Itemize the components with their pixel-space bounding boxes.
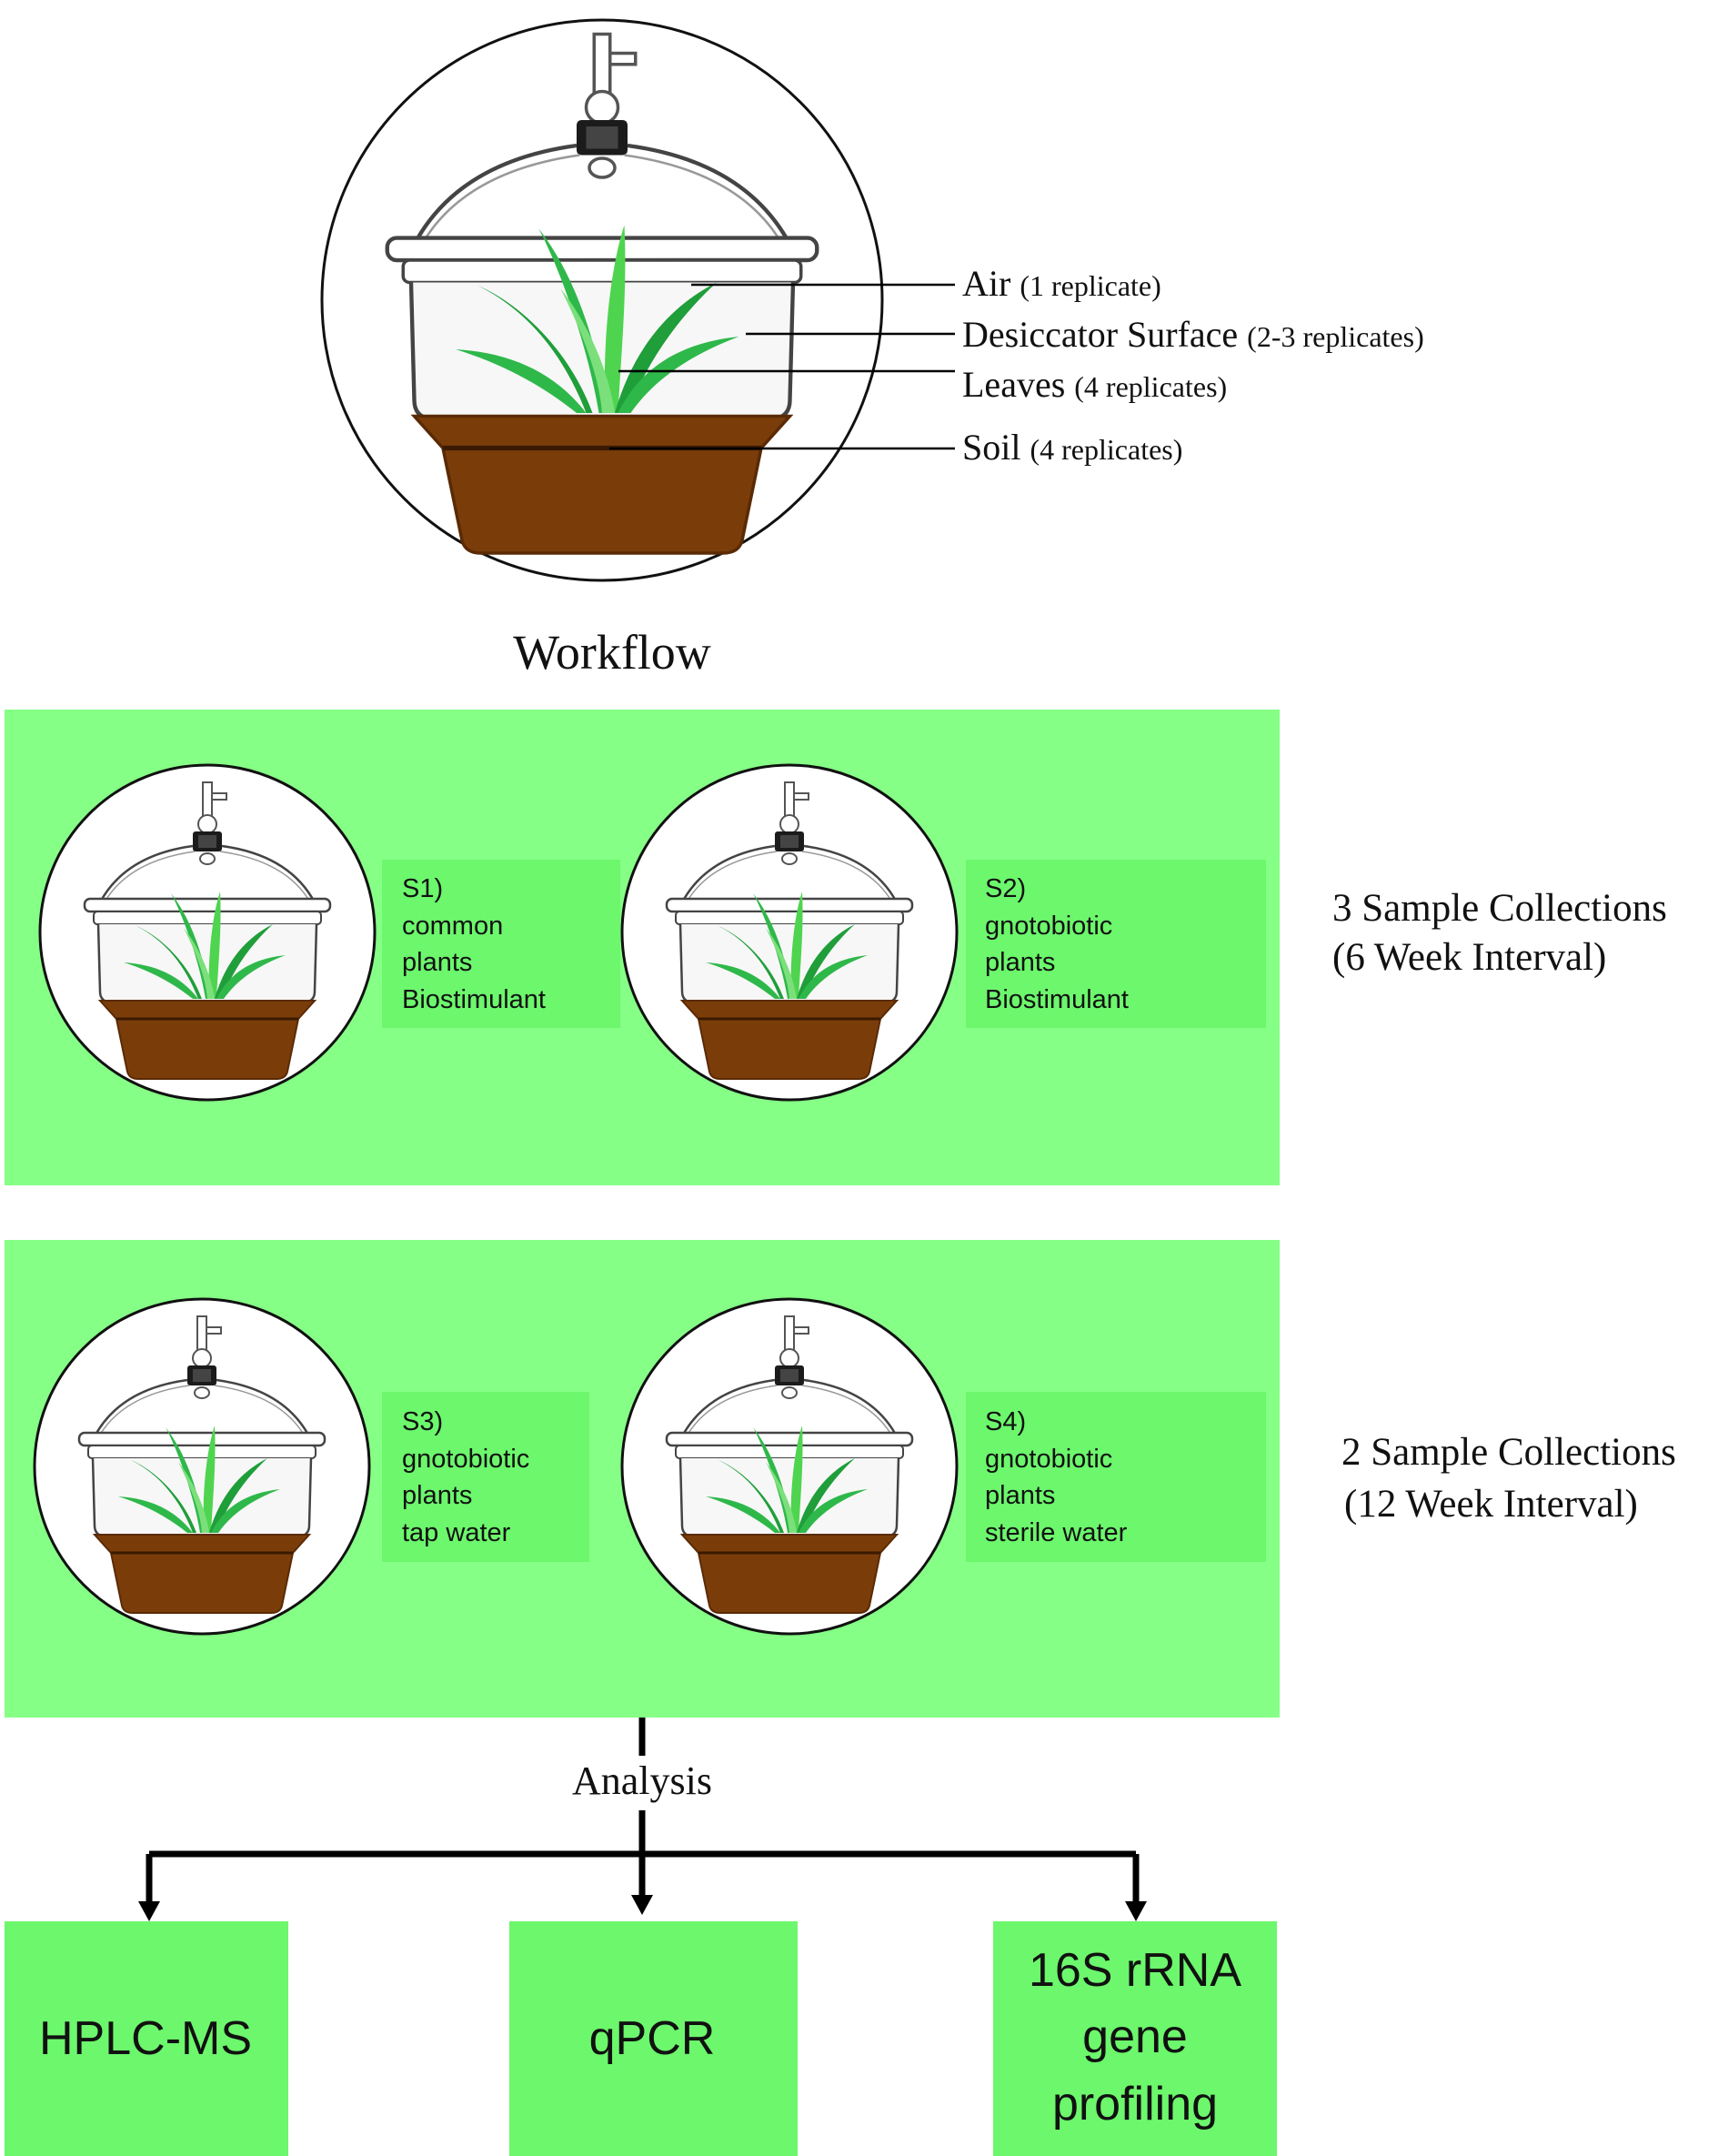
s1-line2: plants [402, 948, 472, 977]
s2-label-box [966, 860, 1266, 1028]
s1-label-box [382, 860, 620, 1028]
panel-2-collections-line1: 2 Sample Collections [1341, 1431, 1676, 1474]
analysis-arrowheads [138, 1895, 1147, 1921]
s4-line2: plants [985, 1481, 1055, 1510]
main-desiccator-illustration [320, 18, 884, 582]
s3-label-box [382, 1392, 589, 1562]
s4-line1: gnotobiotic [985, 1445, 1112, 1474]
s1-line1: common [402, 912, 503, 941]
output-box-16s [993, 1921, 1277, 2156]
s3-line2: plants [402, 1481, 472, 1510]
s1-id: S1) [402, 874, 443, 903]
analysis-connectors [146, 1718, 1140, 1903]
s2-id: S2) [985, 874, 1026, 903]
s4-id: S4) [985, 1407, 1026, 1436]
s3-id: S3) [402, 1407, 443, 1436]
arrowhead-left [138, 1901, 160, 1921]
arrowhead-center [631, 1895, 653, 1915]
output-hplc-ms: HPLC-MS [5, 1921, 288, 2156]
analysis-label: Analysis [572, 1758, 712, 1803]
panel-1-collections-line1: 3 Sample Collections [1332, 887, 1667, 930]
output-box-qpcr [509, 1921, 798, 2156]
s3-line3: tap water [402, 1518, 511, 1547]
output-hplc-ms-text: HPLC-MS [39, 2012, 252, 2065]
top-labels: Air (1 replicate) Desiccator Surface (2-… [962, 263, 1424, 468]
output-16s-line2: gene [1082, 2010, 1188, 2063]
label-soil: Soil (4 replicates) [962, 427, 1182, 468]
s3-line1: gnotobiotic [402, 1445, 529, 1474]
label-air: Air (1 replicate) [962, 263, 1161, 304]
output-box-hplc-ms [5, 1921, 288, 2156]
panel-2-collections-line2: (12 Week Interval) [1344, 1483, 1638, 1526]
output-16s: 16S rRNA gene profiling [993, 1921, 1277, 2156]
label-leaves: Leaves (4 replicates) [962, 364, 1227, 405]
output-qpcr-text: qPCR [589, 2012, 716, 2065]
s4-label-box [966, 1392, 1266, 1562]
s1-line3: Biostimulant [402, 985, 546, 1014]
label-desiccator-surface: Desiccator Surface (2-3 replicates) [962, 314, 1424, 355]
s2-line2: plants [985, 948, 1055, 977]
output-16s-line1: 16S rRNA [1029, 1944, 1241, 1997]
panel-1: S1) common plants Biostimulant S2) gnoto… [5, 710, 1280, 1185]
s2-line1: gnotobiotic [985, 912, 1112, 941]
s4-line3: sterile water [985, 1518, 1128, 1547]
panel-1-collections-line2: (6 Week Interval) [1332, 936, 1606, 979]
panel-2: S3) gnotobiotic plants tap water S4) gno… [5, 1240, 1280, 1718]
output-16s-line3: profiling [1052, 2078, 1218, 2131]
arrowhead-right [1125, 1901, 1147, 1921]
workflow-title: Workflow [513, 625, 711, 680]
s2-line3: Biostimulant [985, 985, 1129, 1014]
output-qpcr: qPCR [509, 1921, 798, 2156]
top-leader-lines [609, 283, 955, 450]
